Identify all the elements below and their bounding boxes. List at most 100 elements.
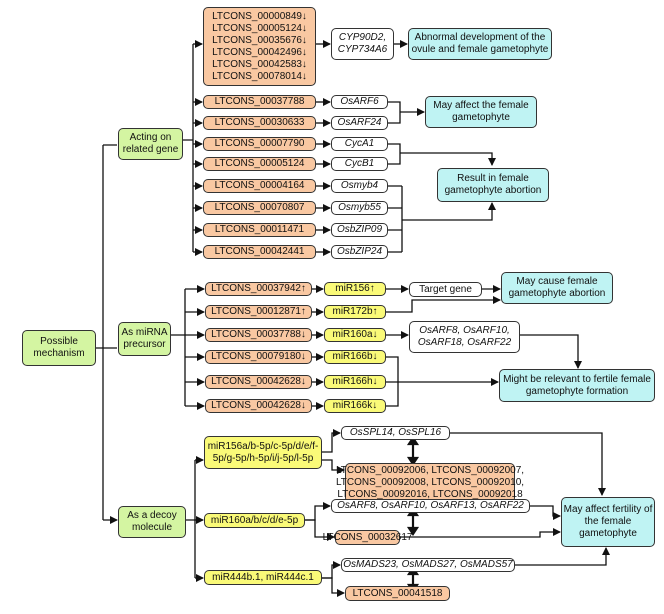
decoy-target-spl-label: OsSPL14, OsSPL16 <box>349 427 442 438</box>
lnc-item: LTCONS_00078014↓ <box>212 70 307 82</box>
target-gene-generic: Target gene <box>409 282 482 297</box>
lnc-box: LTCONS_00005124 <box>203 157 316 171</box>
target-gene-label: CycB1 <box>344 158 375 169</box>
decoy-lnc-line: LTCONS_00092006, LTCONS_00092007, <box>335 465 525 476</box>
effect-fertility-label: May affect fertility of the female gamet… <box>563 504 653 539</box>
decoy-mir156-label: miR156a/b-5p/c-5p/d/e/f-5p/g-5p/h-5p/i/j… <box>207 440 319 464</box>
lnc-group-down: LTCONS_00000849↓ LTCONS_00005124↓ LTCONS… <box>203 7 316 86</box>
target-gene-label: OsbZIP24 <box>336 246 383 257</box>
lnc-box: LTCONS_00070807 <box>203 201 316 215</box>
branch-mirna-precursor: As miRNA precursor <box>118 322 171 356</box>
lnc-box: LTCONS_00030633 <box>203 116 316 130</box>
target-gene-label: OsARF6 <box>340 96 379 107</box>
mirna-box: miR160a↓ <box>324 328 386 342</box>
decoy-lnc-41518-label: LTCONS_00041518 <box>352 587 443 599</box>
lnc-label: LTCONS_00007790 <box>214 138 305 149</box>
mirna-lnc-box: LTCONS_00037942↑ <box>205 282 312 296</box>
decoy-lnc-41518: LTCONS_00041518 <box>345 586 450 601</box>
decoy-target-mads: OsMADS23, OsMADS27, OsMADS57 <box>341 558 515 572</box>
lnc-item: LTCONS_00042496↓ <box>212 46 307 58</box>
lnc-label: LTCONS_00070807 <box>214 202 305 213</box>
effect-fertile-label: Might be relevant to fertile female game… <box>503 373 651 397</box>
branch-acting-on-gene: Acting on related gene <box>118 128 183 160</box>
target-gene-box: OsARF24 <box>331 116 388 130</box>
target-gene-label: Osmyb4 <box>340 180 379 191</box>
target-gene-box: OsARF6 <box>331 95 388 109</box>
mirna-lnc-box: LTCONS_00079180↓ <box>205 350 312 364</box>
effect-fertility: May affect fertility of the female gamet… <box>561 497 655 547</box>
decoy-lnc-32617: LTCONS_00032617 <box>323 530 412 545</box>
decoy-target-mads-label: OsMADS23, OsMADS27, OsMADS57 <box>343 559 513 570</box>
mirna-box: miR166b↓ <box>324 350 386 364</box>
target-gene-box: Osmyb55 <box>331 201 388 215</box>
lnc-label: LTCONS_00042441 <box>214 246 305 257</box>
lnc-item: LTCONS_00042583↓ <box>212 58 307 70</box>
decoy-target-arf: OsARF8, OsARF10, OsARF13, OsARF22 <box>331 499 530 513</box>
mirna-lnc-label: LTCONS_00012871↑ <box>211 306 306 317</box>
lnc-label: LTCONS_00037788 <box>214 96 305 107</box>
mirna-label: miR172b↑ <box>332 306 378 317</box>
decoy-mir444: miR444b.1, miR444c.1 <box>204 570 322 585</box>
target-gene-label: Osmyb55 <box>338 202 381 213</box>
branch-gene-label: Acting on related gene <box>122 132 179 155</box>
target-gene-box: CycB1 <box>331 157 388 171</box>
mirna-lnc-box: LTCONS_00037788↓ <box>205 328 312 342</box>
lnc-label: LTCONS_00011471 <box>214 224 305 235</box>
lnc-item: LTCONS_00005124↓ <box>212 22 307 34</box>
decoy-target-spl: OsSPL14, OsSPL16 <box>341 426 450 440</box>
mirna-label: miR166h↓ <box>332 376 378 387</box>
mirna-lnc-box: LTCONS_00012871↑ <box>205 305 312 319</box>
mirna-lnc-box: LTCONS_00042628↓ <box>205 399 312 413</box>
mirna-lnc-box: LTCONS_00042628↓ <box>205 375 312 389</box>
mirna-lnc-label: LTCONS_00037942↑ <box>211 283 306 294</box>
root-label: Possible mechanism <box>33 336 85 359</box>
mirna-lnc-label: LTCONS_00037788↓ <box>211 329 306 340</box>
mirna-box: miR166h↓ <box>324 375 386 389</box>
target-cyp-label: CYP90D2, CYP734A6 <box>337 32 388 55</box>
lnc-box: LTCONS_00037788 <box>203 95 316 109</box>
branch-mirna-label: As miRNA precursor <box>121 327 168 350</box>
lnc-label: LTCONS_00004164 <box>214 180 305 191</box>
target-arf-set: OsARF8, OsARF10, OsARF18, OsARF22 <box>409 321 520 353</box>
effect-abortion-label: Result in female gametophyte abortion <box>444 173 542 196</box>
target-gene-label: OsARF24 <box>337 117 382 128</box>
lnc-box: LTCONS_00011471 <box>203 223 316 237</box>
mirna-label: miR166b↓ <box>332 351 378 362</box>
decoy-lnc-32617-label: LTCONS_00032617 <box>322 531 413 543</box>
branch-decoy-molecule: As a decoy molecule <box>118 506 186 538</box>
decoy-lnc-line: LTCONS_00092016, LTCONS_00092018 <box>337 489 523 500</box>
mirna-lnc-label: LTCONS_00079180↓ <box>211 351 306 362</box>
effect-mirna-abortion: May cause female gametophyte abortion <box>501 272 613 304</box>
mirna-lnc-label: LTCONS_00042628↓ <box>211 376 306 387</box>
effect-ovule-label: Abnormal development of the ovule and fe… <box>411 32 549 55</box>
target-gene-label: CycA1 <box>344 138 375 149</box>
target-arf-set-label: OsARF8, OsARF10, OsARF18, OsARF22 <box>417 325 512 348</box>
lnc-item: LTCONS_00000849↓ <box>212 10 307 22</box>
effect-abortion: Result in female gametophyte abortion <box>437 168 549 202</box>
decoy-lnc-line: LTCONS_00092008, LTCONS_00092010, <box>335 477 525 488</box>
lnc-label: LTCONS_00030633 <box>214 117 305 128</box>
decoy-lnc-group: LTCONS_00092006, LTCONS_00092007, LTCONS… <box>336 463 524 503</box>
decoy-mir444-label: miR444b.1, miR444c.1 <box>212 571 314 583</box>
effect-mirna-abortion-label: May cause female gametophyte abortion <box>508 276 606 299</box>
target-gene-label: OsbZIP09 <box>336 224 383 235</box>
branch-decoy-label: As a decoy molecule <box>127 510 177 533</box>
target-cyp: CYP90D2, CYP734A6 <box>331 28 394 60</box>
target-gene-box: CycA1 <box>331 137 388 151</box>
target-gene-generic-label: Target gene <box>419 283 472 295</box>
mirna-box: miR166k↓ <box>324 399 386 413</box>
mirna-box: miR156↑ <box>324 282 386 296</box>
mirna-label: miR160a↓ <box>332 329 378 340</box>
mirna-box: miR172b↑ <box>324 305 386 319</box>
target-gene-box: OsbZIP24 <box>331 245 388 259</box>
decoy-mir160-label: miR160a/b/c/d/e-5p <box>210 514 299 526</box>
effect-arf: May affect the female gametophyte <box>425 96 537 128</box>
lnc-label: LTCONS_00005124 <box>214 158 305 169</box>
lnc-box: LTCONS_00007790 <box>203 137 316 151</box>
target-gene-box: Osmyb4 <box>331 179 388 193</box>
decoy-target-arf-label: OsARF8, OsARF10, OsARF13, OsARF22 <box>337 500 524 511</box>
target-gene-box: OsbZIP09 <box>331 223 388 237</box>
effect-ovule: Abnormal development of the ovule and fe… <box>408 28 552 60</box>
